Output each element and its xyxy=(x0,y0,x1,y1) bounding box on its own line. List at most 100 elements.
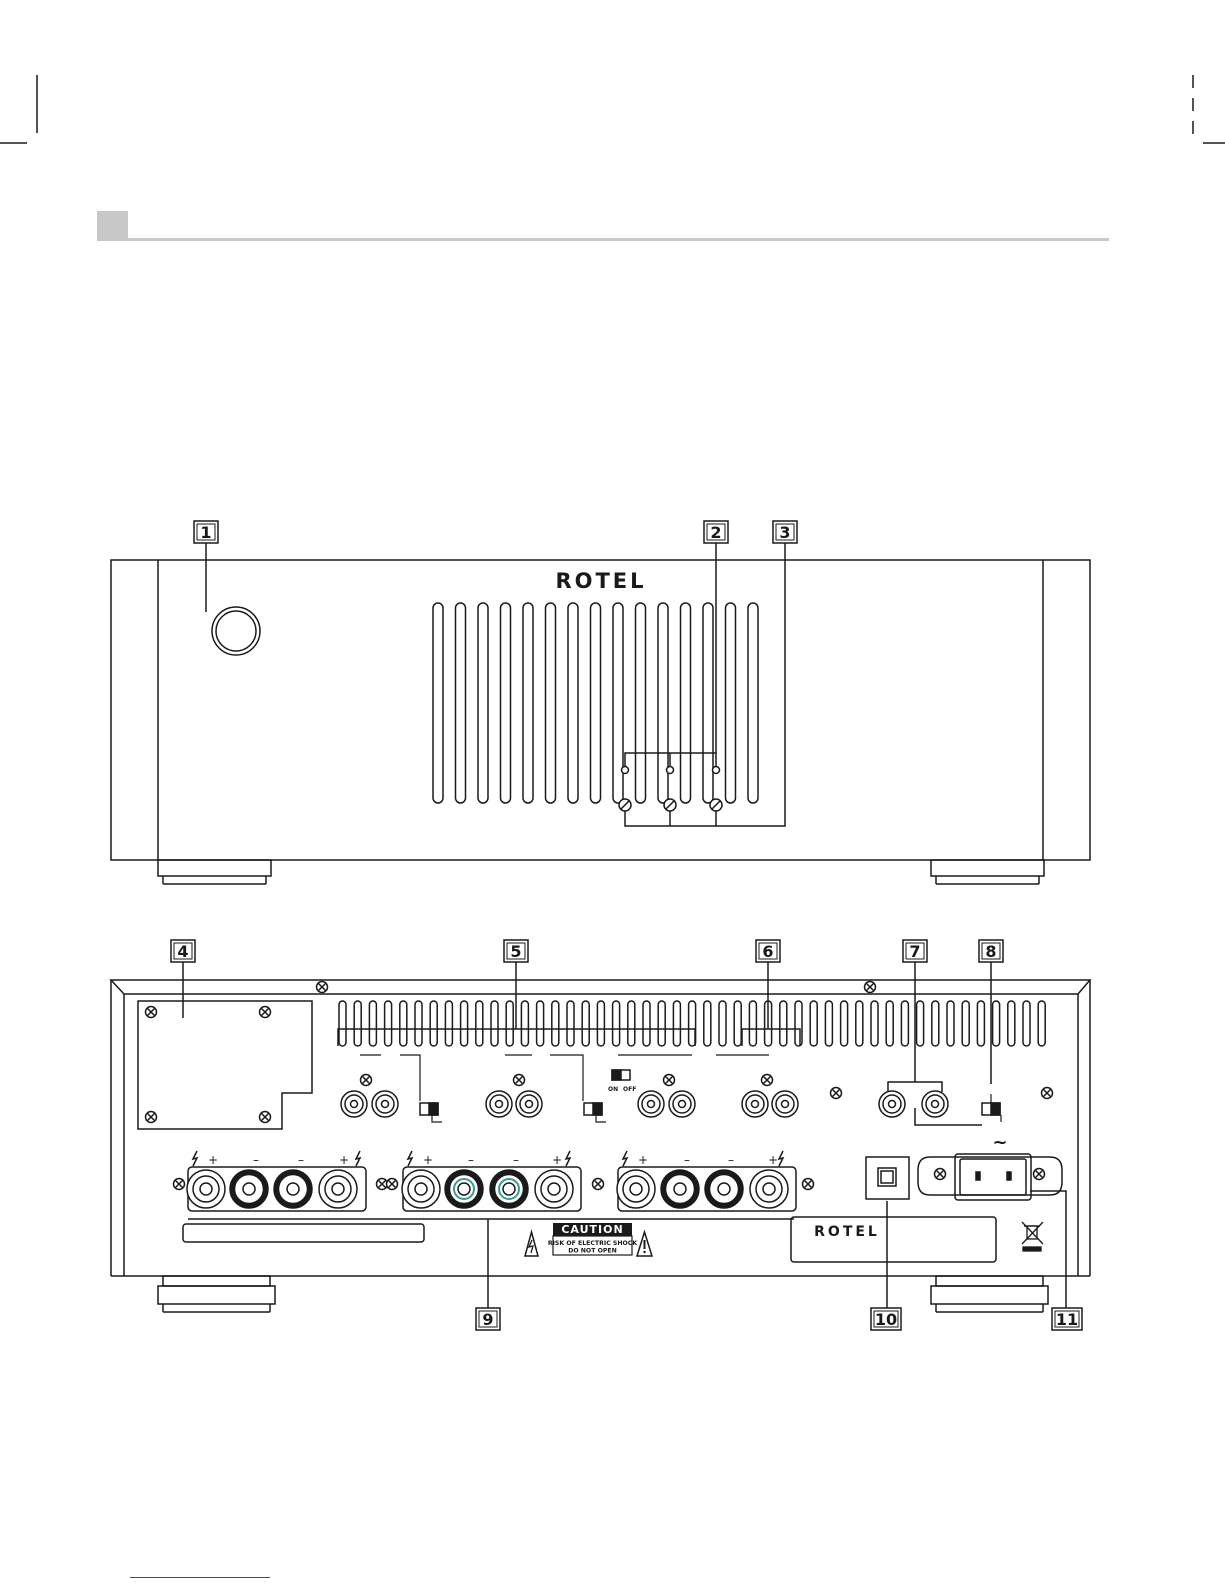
front-leader-lines xyxy=(206,538,785,826)
svg-text:7: 7 xyxy=(909,942,920,961)
lightning-bolt-icon xyxy=(193,1151,197,1166)
lightning-bolt-icon xyxy=(408,1151,412,1166)
front-vent-slot xyxy=(546,603,556,803)
rca-jack[interactable] xyxy=(486,1091,512,1117)
screw xyxy=(387,1179,398,1190)
callout-5: 5 xyxy=(504,940,528,962)
screw xyxy=(260,1007,271,1018)
rear-vent-slot xyxy=(385,1001,392,1046)
lightning-bolt-icon xyxy=(566,1151,570,1166)
rear-vent-slot xyxy=(400,1001,407,1046)
rear-vent-slot xyxy=(917,1001,924,1046)
front-vent-slots xyxy=(433,603,758,803)
rear-vent-slot xyxy=(613,1001,620,1046)
polarity-sign: + xyxy=(208,1153,218,1167)
front-vent-slot xyxy=(726,603,736,803)
front-vent-slot xyxy=(456,603,466,803)
main-power-switch[interactable] xyxy=(866,1157,909,1199)
rear-vent-slot xyxy=(901,1001,908,1046)
lightning-bolt-icon xyxy=(779,1151,783,1166)
binding-post[interactable] xyxy=(490,1170,528,1208)
polarity-sign: + xyxy=(423,1153,433,1167)
callout-labels: 1234567891011 xyxy=(171,521,1082,1330)
section-header-rule xyxy=(97,238,1109,241)
rear-vent-slot xyxy=(521,1001,528,1046)
rca-jack[interactable] xyxy=(669,1091,695,1117)
front-trim-screws xyxy=(619,799,722,811)
callout-10: 10 xyxy=(871,1308,901,1330)
screw xyxy=(593,1179,604,1190)
rca-jack[interactable] xyxy=(516,1091,542,1117)
caution-line-1: RISK OF ELECTRIC SHOCK xyxy=(548,1240,637,1247)
rear-vent-slot xyxy=(825,1001,832,1046)
rear-vent-slot xyxy=(506,1001,513,1046)
rca-jack[interactable] xyxy=(372,1091,398,1117)
front-vent-slot xyxy=(703,603,713,803)
front-vent-slot xyxy=(433,603,443,803)
callout-1: 1 xyxy=(194,521,218,543)
rear-vent-slot xyxy=(795,1001,802,1046)
screw xyxy=(831,1088,842,1099)
screw xyxy=(762,1075,773,1086)
binding-post[interactable] xyxy=(750,1170,788,1208)
rear-vent-slot xyxy=(369,1001,376,1046)
caution-title: CAUTION xyxy=(561,1223,623,1236)
callout-11: 11 xyxy=(1052,1308,1082,1330)
binding-post[interactable] xyxy=(319,1170,357,1208)
rear-vent-slot xyxy=(658,1001,665,1046)
binding-post[interactable] xyxy=(274,1170,312,1208)
rear-vent-slot xyxy=(947,1001,954,1046)
callout-9: 9 xyxy=(476,1308,500,1330)
callout-7: 7 xyxy=(903,940,927,962)
binding-post[interactable] xyxy=(187,1170,225,1208)
screw xyxy=(146,1112,157,1123)
svg-text:3: 3 xyxy=(779,523,790,542)
rca-jack[interactable] xyxy=(742,1091,768,1117)
caution-line-2: DO NOT OPEN xyxy=(568,1248,617,1255)
rca-jack[interactable] xyxy=(879,1091,905,1117)
binding-post[interactable] xyxy=(617,1170,655,1208)
screw xyxy=(146,1007,157,1018)
rca-jack[interactable] xyxy=(341,1091,367,1117)
serial-label-strip xyxy=(183,1224,424,1242)
rear-vent-slot xyxy=(628,1001,635,1046)
binding-post[interactable] xyxy=(661,1170,699,1208)
polarity-sign: + xyxy=(339,1153,349,1167)
binding-post[interactable] xyxy=(230,1170,268,1208)
front-vent-slot xyxy=(748,603,758,803)
rear-vent-slot xyxy=(491,1001,498,1046)
rear-vent-slot xyxy=(673,1001,680,1046)
rear-vent-slot xyxy=(415,1001,422,1046)
rca-jack[interactable] xyxy=(772,1091,798,1117)
binding-post[interactable] xyxy=(402,1170,440,1208)
svg-text:1: 1 xyxy=(200,523,211,542)
polarity-sign: – xyxy=(253,1153,259,1167)
binding-post[interactable] xyxy=(445,1170,483,1208)
crop-marks xyxy=(0,75,1225,143)
rear-vent-slot xyxy=(1023,1001,1030,1046)
speaker-binding-posts[interactable] xyxy=(187,1170,788,1208)
switch-label-off: OFF xyxy=(623,1086,636,1093)
rear-vent-slot xyxy=(856,1001,863,1046)
front-vent-slot xyxy=(501,603,511,803)
polarity-sign: – xyxy=(684,1153,690,1167)
weee-bin-icon xyxy=(1022,1222,1043,1251)
front-vent-slot xyxy=(568,603,578,803)
svg-text:11: 11 xyxy=(1056,1310,1078,1329)
svg-text:6: 6 xyxy=(762,942,773,961)
rear-vent-slot xyxy=(962,1001,969,1046)
rear-vent-slot xyxy=(445,1001,452,1046)
rear-vent-slot xyxy=(354,1001,361,1046)
binding-post[interactable] xyxy=(705,1170,743,1208)
input-brackets xyxy=(360,1055,769,1101)
rear-vent-slot xyxy=(1008,1001,1015,1046)
binding-post[interactable] xyxy=(535,1170,573,1208)
rca-jack[interactable] xyxy=(638,1091,664,1117)
screw xyxy=(260,1112,271,1123)
front-vent-slot xyxy=(478,603,488,803)
rear-vent-slot xyxy=(339,1001,346,1046)
rca-jack[interactable] xyxy=(922,1091,948,1117)
power-button[interactable] xyxy=(212,607,260,655)
callout-8: 8 xyxy=(979,940,1003,962)
